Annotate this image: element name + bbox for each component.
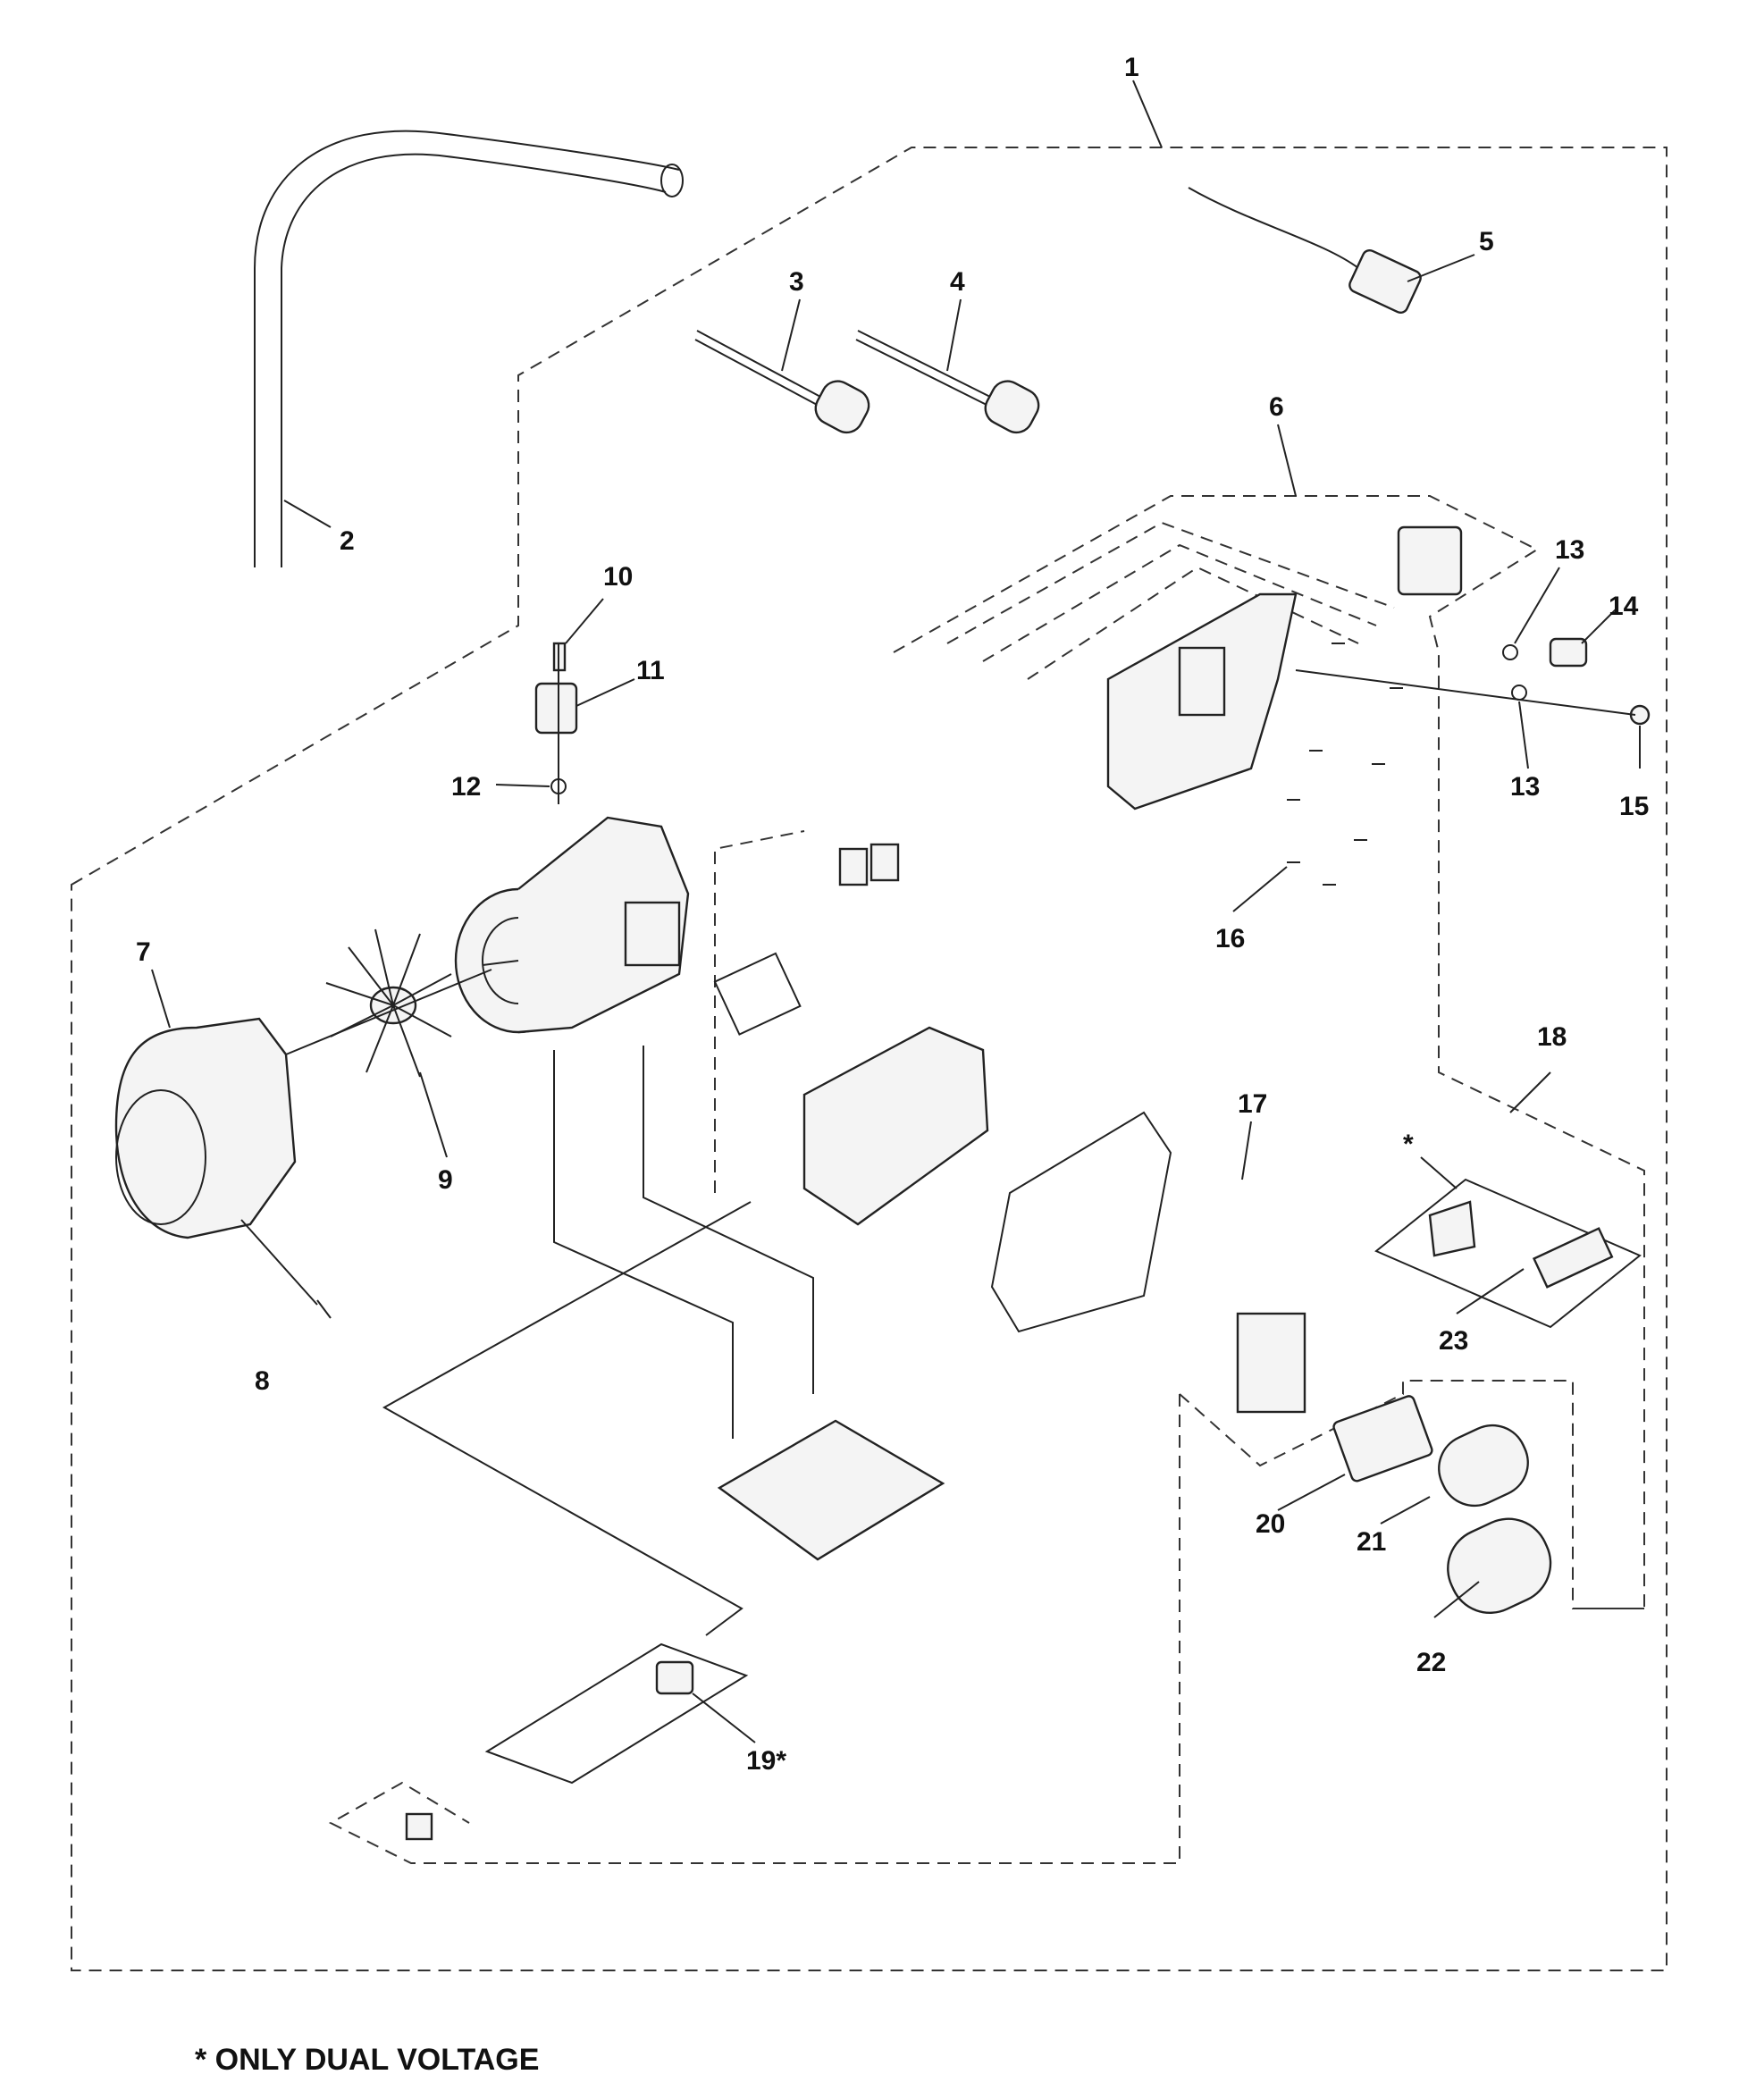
- base-plate: [717, 1419, 945, 1561]
- assembly-boundary-6: [893, 495, 1645, 1609]
- terminal-block: [624, 901, 681, 967]
- leader-22: [1433, 1581, 1480, 1618]
- relay-part-20: [1332, 1395, 1433, 1483]
- leader-star: [1420, 1156, 1458, 1189]
- footnote-dual-voltage: * ONLY DUAL VOLTAGE: [195, 2043, 540, 2077]
- bracket-part-23: [1428, 1200, 1476, 1257]
- callout-17: 17: [1238, 1089, 1267, 1119]
- callout-10: 10: [603, 562, 633, 592]
- plug-part-5: [1348, 248, 1422, 315]
- clamp-part-11: [534, 682, 578, 735]
- gland-b: [870, 843, 900, 882]
- bracket-19: [405, 1812, 433, 1841]
- callout-16: 16: [1215, 924, 1245, 953]
- callout-22: 22: [1416, 1648, 1446, 1677]
- screws-part-16: [1287, 643, 1403, 886]
- leader-4: [946, 298, 962, 372]
- callout-13a: 13: [1555, 535, 1584, 565]
- screw-part-8: [316, 1299, 332, 1319]
- hose-part-2: [254, 130, 680, 567]
- assembly-boundary-19: [328, 1394, 1180, 1864]
- callout-star: *: [1403, 1130, 1414, 1159]
- leader-11: [575, 678, 635, 707]
- callout-1: 1: [1124, 53, 1139, 82]
- callout-4: 4: [950, 267, 965, 297]
- plug-part-3: [814, 380, 870, 434]
- cord-part-3: [694, 330, 823, 407]
- callout-13b: 13: [1510, 772, 1540, 802]
- leader-17: [1241, 1121, 1252, 1180]
- motor-shaft: [482, 960, 519, 966]
- leader-2: [283, 500, 332, 528]
- leader-14: [1581, 607, 1618, 644]
- leader-18: [1509, 1071, 1551, 1113]
- leader-21: [1380, 1496, 1431, 1525]
- leader-1: [1132, 80, 1163, 148]
- callout-6: 6: [1269, 392, 1284, 422]
- plug-part-4: [984, 380, 1040, 434]
- fan-cover-grill: [115, 1089, 206, 1225]
- callout-3: 3: [789, 267, 804, 297]
- capacitor-part-22: [1447, 1517, 1552, 1614]
- capacitor-part-21: [1438, 1424, 1529, 1508]
- assembly-boundary-23: [1374, 1178, 1642, 1329]
- leader-20: [1277, 1474, 1346, 1511]
- plates-a: [1236, 1312, 1306, 1414]
- axis-15: [1295, 669, 1636, 716]
- control-window: [1178, 646, 1226, 717]
- junction-box: [802, 1026, 989, 1226]
- callout-20: 20: [1256, 1509, 1285, 1539]
- leader-8: [240, 1219, 318, 1306]
- switch-part-19: [655, 1660, 694, 1695]
- callout-labels: 1 2 3 4 5 6 7 8 9 10 11 12 13 13 14 15 1…: [136, 53, 1649, 1776]
- gasket: [990, 1111, 1172, 1333]
- callout-2: 2: [340, 526, 355, 556]
- callout-15: 15: [1619, 792, 1649, 821]
- leader-3: [781, 298, 801, 372]
- part-13-ring-b: [1511, 685, 1527, 701]
- leader-16: [1232, 866, 1288, 912]
- callout-18: 18: [1537, 1022, 1567, 1052]
- hose-part-2-inner: [281, 153, 667, 567]
- part-13-ring-a: [1502, 644, 1518, 660]
- leader-6: [1277, 424, 1297, 497]
- leader-12: [495, 784, 550, 787]
- callout-8: 8: [255, 1366, 270, 1396]
- assembly-boundary-6-inner: [946, 521, 1395, 680]
- leader-13a: [1514, 567, 1560, 644]
- leader-5: [1407, 254, 1475, 282]
- assembly-boundary-18: [714, 830, 1644, 1609]
- terminal-strip-part-23: [1532, 1227, 1614, 1289]
- base-connector-lines: [382, 1046, 814, 1636]
- fan-part-9: [325, 928, 452, 1078]
- callout-12: 12: [451, 772, 481, 802]
- axis-fan: [285, 969, 492, 1055]
- leader-9: [419, 1071, 448, 1158]
- gland-a: [838, 847, 869, 886]
- gasket-small: [713, 952, 802, 1036]
- callout-5: 5: [1479, 227, 1494, 256]
- fan-cover-part-7: [114, 1017, 297, 1239]
- assembly-boundary-1: [71, 147, 1668, 1971]
- assembly-boundary-19-box: [484, 1642, 749, 1785]
- callout-21: 21: [1357, 1527, 1386, 1557]
- hose-end: [660, 164, 684, 197]
- callout-7: 7: [136, 937, 151, 967]
- leader-7: [151, 969, 171, 1029]
- motor-body: [517, 816, 690, 1034]
- cord-part-4: [855, 330, 993, 407]
- callout-11: 11: [636, 656, 665, 685]
- leader-19: [692, 1693, 756, 1743]
- callout-14: 14: [1609, 592, 1639, 621]
- cord-part-5: [1188, 187, 1359, 269]
- leader-10: [565, 598, 604, 644]
- callout-19: 19*: [746, 1746, 786, 1776]
- part-14: [1549, 637, 1588, 668]
- leader-23: [1456, 1268, 1525, 1315]
- switch-part: [1397, 525, 1463, 596]
- callout-23: 23: [1439, 1326, 1468, 1356]
- callout-9: 9: [438, 1165, 453, 1195]
- leader-13b: [1518, 701, 1529, 769]
